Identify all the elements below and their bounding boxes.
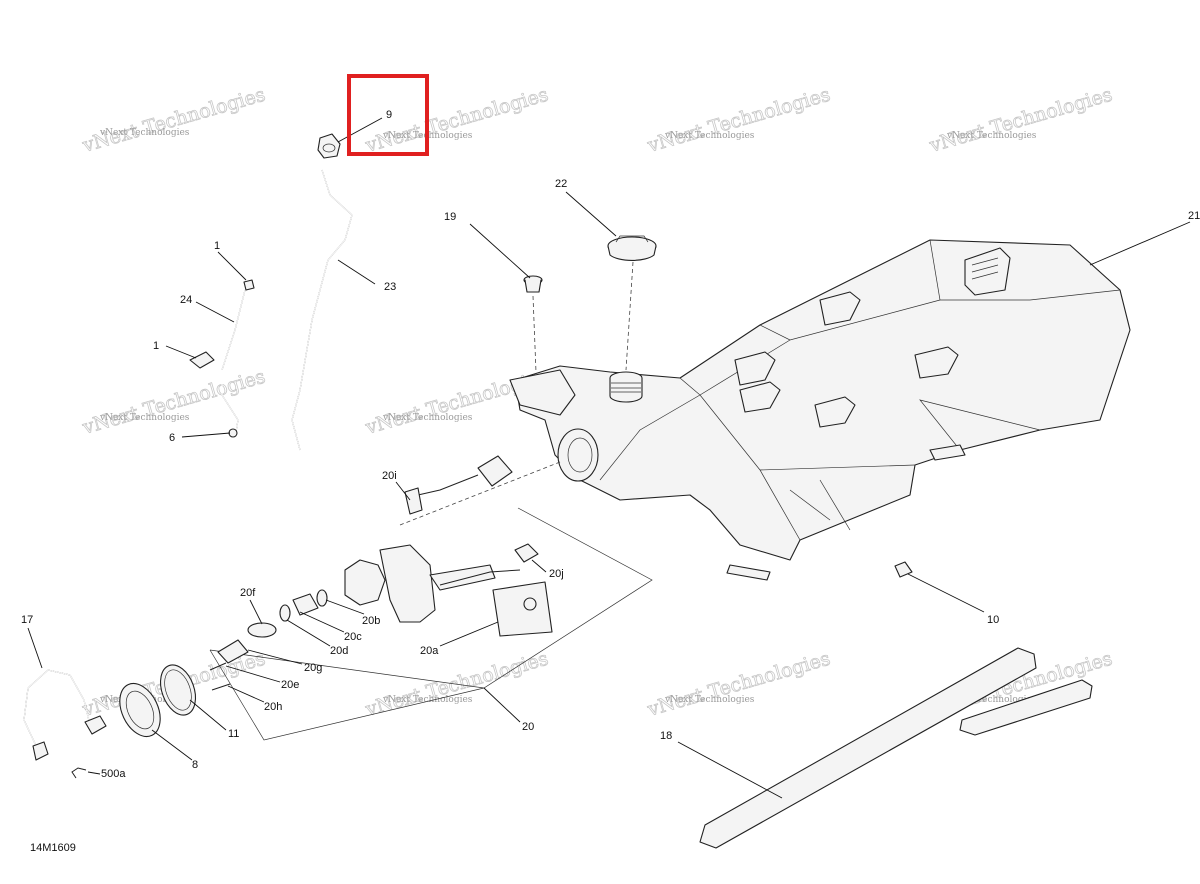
vent-hose-part[interactable] [291,169,353,451]
callout-20b[interactable]: 20b [362,615,380,627]
regulator-part[interactable] [217,639,249,664]
svg-text:vNext Technologies: vNext Technologies [644,648,832,721]
clip-part[interactable] [243,279,255,291]
callout-labels: 9 23 1 24 1 6 19 22 21 10 20i 20j 20a 20… [21,109,1200,780]
svg-text:vNext Technologies: vNext Technologies [644,84,832,157]
level-sender-part[interactable] [404,455,513,515]
callout-18[interactable]: 18 [660,730,672,742]
svg-text:vNext Technologies: vNext Technologies [99,413,190,423]
callout-20c[interactable]: 20c [344,631,362,643]
svg-text:vNext Technologies: vNext Technologies [79,366,267,439]
callout-21[interactable]: 21 [1188,210,1200,222]
pump-assembly-outline [209,461,653,741]
svg-text:vNext Technologies: vNext Technologies [79,84,267,157]
pin-part[interactable] [209,662,227,671]
callout-20e[interactable]: 20e [281,679,299,691]
callout-1[interactable]: 1 [214,240,220,252]
svg-text:vNext Technologies: vNext Technologies [946,131,1037,141]
callout-20i[interactable]: 20i [382,470,397,482]
leader-lines [27,117,1191,799]
callout-20[interactable]: 20 [522,721,534,733]
fuel-pump-part[interactable] [344,544,521,623]
protector-pad-part[interactable] [959,679,1093,736]
watermark: vNext Technologies vNext Technologies [644,83,833,157]
svg-text:vNext Technologies: vNext Technologies [99,128,190,138]
clip-part[interactable] [189,351,215,369]
clip-500a-part[interactable] [71,767,87,779]
fuel-cap-part[interactable] [607,235,657,371]
lock-ring-part[interactable] [112,677,168,743]
coupler-part[interactable] [292,593,319,616]
callout-1[interactable]: 1 [153,340,159,352]
fuel-tank-part[interactable] [509,239,1131,581]
clamp-part[interactable] [228,428,238,438]
oring-part[interactable] [316,589,328,607]
callout-20d[interactable]: 20d [330,645,348,657]
clamp-10-part[interactable] [894,561,913,578]
callout-23[interactable]: 23 [384,281,396,293]
callout-10[interactable]: 10 [987,614,999,626]
protector-pad-part[interactable] [699,647,1037,849]
small-hose-part[interactable] [221,289,246,433]
callout-11[interactable]: 11 [228,728,239,740]
svg-text:vNext Technologies: vNext Technologies [946,695,1037,705]
svg-text:vNext Technologies: vNext Technologies [664,695,755,705]
pressure-regulator-part[interactable] [492,581,553,637]
watermark: vNext Technologies vNext Technologies [79,83,268,157]
callout-24[interactable]: 24 [180,294,192,306]
highlight-box [347,74,429,156]
callout-22[interactable]: 22 [555,178,567,190]
svg-text:vNext Technologies: vNext Technologies [926,84,1114,157]
gasket-part[interactable] [154,660,202,720]
callout-20a[interactable]: 20a [420,645,439,657]
callout-500a[interactable]: 500a [101,768,126,780]
watermark: vNext Technologies vNext Technologies [644,647,833,721]
callout-6[interactable]: 6 [169,432,175,444]
callout-20f[interactable]: 20f [240,587,256,599]
svg-text:vNext Technologies: vNext Technologies [664,131,755,141]
filter-part[interactable] [514,543,539,563]
callout-17[interactable]: 17 [21,614,33,626]
callout-20h[interactable]: 20h [264,701,282,713]
seal-part[interactable] [247,622,277,638]
callout-20g[interactable]: 20g [304,662,322,674]
svg-text:vNext Technologies: vNext Technologies [382,413,473,423]
watermark: vNext Technologies vNext Technologies [79,365,268,439]
watermark: vNext Technologies vNext Technologies [926,83,1115,157]
vent-valve-part[interactable] [317,133,341,159]
callout-19[interactable]: 19 [444,211,456,223]
grommet-part[interactable] [523,275,543,373]
svg-text:vNext Technologies: vNext Technologies [382,695,473,705]
washer-part[interactable] [279,604,291,622]
drawing-code: 14M1609 [30,842,76,854]
callout-9[interactable]: 9 [386,109,392,121]
fuel-hose-part[interactable] [23,669,107,761]
bolt-part[interactable] [211,683,231,691]
callout-8[interactable]: 8 [192,759,198,771]
callout-20j[interactable]: 20j [549,568,564,580]
